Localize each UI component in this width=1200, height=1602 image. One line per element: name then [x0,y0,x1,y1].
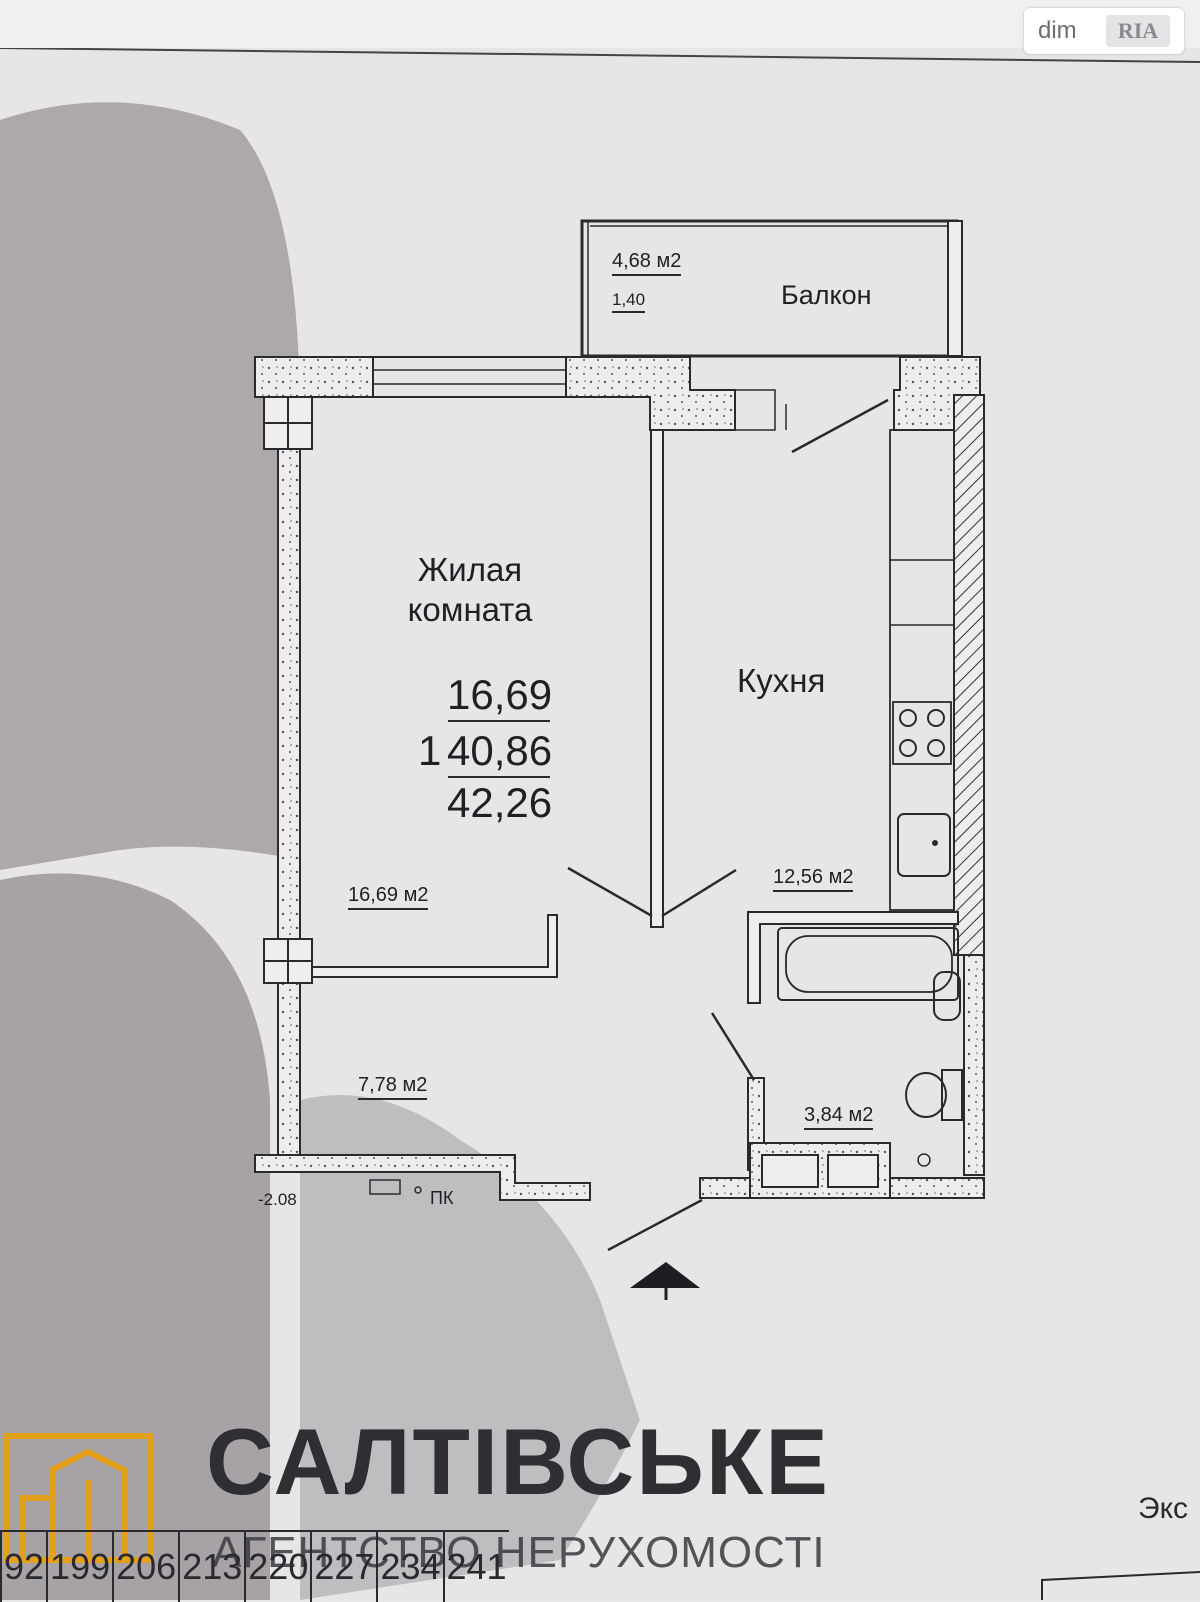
balcony-area: 4,68 м2 [612,250,682,276]
fraction-line-1 [448,720,550,722]
rooms-count: 1 [418,727,442,774]
stair-number: 199 [46,1530,113,1602]
hall-area: 7,78 м2 [358,1074,428,1100]
stair-number: 213 [178,1530,245,1602]
living-area-summary: 16,69 [447,671,553,718]
watermark-brand: dim [1038,17,1077,44]
living-room-name-line2: комната [407,591,533,628]
stair-number: 206 [112,1530,179,1602]
total-area-with-balcony: 42,26 [447,779,553,826]
stair-number: 227 [310,1530,377,1602]
watermark-badge: RIA [1106,15,1170,47]
balcony-coef: 1,40 [612,290,646,313]
stair-number: 92 [0,1530,47,1602]
agency-logo-subtitle: АГЕНТСТВО НЕРУХОМОСТІ [212,1528,826,1577]
living-room-area: 16,69 м2 [348,884,429,910]
corner-text: Экс [1138,1492,1189,1525]
agency-logo-title: САЛТІВСЬКЕ [206,1409,830,1514]
stair-number: 220 [244,1530,311,1602]
stair-number: 234 [376,1530,443,1602]
level-mark: -2.08 [258,1190,297,1209]
fraction-line-2 [448,776,550,778]
stair-number: 241 [442,1530,509,1602]
pk-mark: ПК [430,1188,454,1208]
dim-ria-watermark: dim RIA [1024,8,1184,54]
stair-number-strip: 92 199 206 213 220 227 234 241 [0,1530,509,1602]
kitchen-area: 12,56 м2 [773,866,854,892]
kitchen-name: Кухня [737,662,826,699]
total-area: 40,86 [447,727,553,774]
living-room-name: Жилая комната [395,550,545,630]
living-room-name-line1: Жилая [417,551,523,588]
bathroom-area: 3,84 м2 [804,1104,874,1130]
balcony-name: Балкон [781,280,872,310]
